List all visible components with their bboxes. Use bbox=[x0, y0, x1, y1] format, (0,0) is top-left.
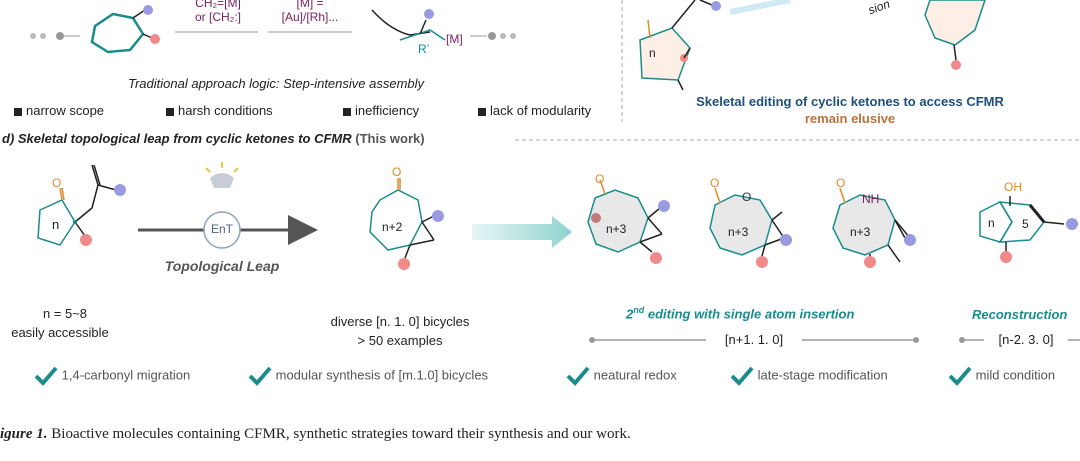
o-a: O bbox=[595, 172, 605, 186]
product-n3-lactone bbox=[709, 187, 792, 268]
ent-label: EnT bbox=[210, 222, 233, 236]
check-icon bbox=[34, 366, 58, 386]
n-range: n = 5~8 bbox=[42, 306, 88, 321]
recon-ring-n: n bbox=[988, 216, 995, 230]
figure-caption: igure 1. Bioactive molecules containing … bbox=[0, 426, 631, 443]
start-ketone bbox=[37, 164, 126, 246]
caption-text: Bioactive molecules containing CFMR, syn… bbox=[47, 426, 631, 442]
leap-label: Topological Leap bbox=[164, 258, 280, 274]
panel-c-caption-1: Skeletal editing of cyclic ketones to ac… bbox=[696, 94, 1004, 109]
o-b2: O bbox=[742, 190, 752, 204]
reagent-label: CH₂=[M] or [CH₂:] bbox=[178, 0, 258, 24]
drawback-4: lack of modularity bbox=[478, 103, 591, 118]
oh-label: OH bbox=[1004, 180, 1022, 194]
o-c: O bbox=[836, 176, 846, 190]
second-editing-label: 2nd editing with single atom insertion bbox=[626, 305, 854, 321]
product-o: O bbox=[392, 165, 402, 179]
panel-c-ring-label: n bbox=[649, 46, 656, 60]
product-reconstruction bbox=[979, 196, 1078, 263]
feature-text: neatural redox bbox=[593, 367, 677, 383]
panel-d-title: d) Skeletal topological leap from cyclic… bbox=[2, 131, 425, 146]
panel-dividers bbox=[515, 0, 1080, 141]
check-icon bbox=[730, 366, 754, 386]
feature-4: late-stage modification bbox=[730, 366, 888, 386]
metal-label: [M] = [Au]/[Rh]... bbox=[268, 0, 352, 24]
panel-d-title-text: d) Skeletal topological leap from cyclic… bbox=[2, 131, 352, 146]
feature-3: neatural redox bbox=[566, 366, 677, 386]
second-editing-sup: nd bbox=[633, 305, 645, 315]
metal-line-1: [M] = bbox=[296, 0, 324, 10]
drawback-1: narrow scope bbox=[14, 103, 104, 118]
recon-ring-5: 5 bbox=[1022, 217, 1029, 231]
product-bicycle bbox=[369, 178, 444, 270]
accessible-label: easily accessible bbox=[11, 325, 109, 340]
transform-arrow bbox=[472, 216, 572, 248]
drawback-text: narrow scope bbox=[26, 103, 105, 118]
panel-d-title-suffix: (This work) bbox=[355, 131, 425, 146]
check-icon bbox=[248, 366, 272, 386]
feature-text: late-stage modification bbox=[757, 367, 888, 383]
check-icon bbox=[566, 366, 590, 386]
product-n3-carbocycle bbox=[587, 179, 670, 264]
traditional-scheme bbox=[30, 5, 516, 54]
start-o: O bbox=[52, 176, 62, 190]
caption-label: igure 1. bbox=[0, 426, 48, 442]
panel-c-caption-2: remain elusive bbox=[804, 111, 896, 126]
product-n3-lactam bbox=[832, 187, 916, 268]
feature-text: modular synthesis of [m.1.0] bicycles bbox=[275, 367, 489, 383]
product-ring-label: n+2 bbox=[382, 220, 403, 234]
panel-c-scheme bbox=[639, 0, 986, 91]
r-prime-label: R’ bbox=[418, 42, 430, 56]
ent-arrow bbox=[138, 162, 318, 249]
drawback-text: harsh conditions bbox=[178, 103, 273, 118]
metal-line-2: [Au]/[Rh]... bbox=[281, 10, 339, 24]
second-editing-num: 2 bbox=[626, 306, 634, 322]
feature-5: mild condition bbox=[948, 366, 1055, 386]
drawback-text: inefficiency bbox=[355, 103, 420, 118]
drawback-3: inefficiency bbox=[343, 103, 419, 118]
drawback-text: lack of modularity bbox=[490, 103, 592, 118]
reagent-line-1: CH₂=[M] bbox=[195, 0, 241, 10]
drawback-2: harsh conditions bbox=[166, 103, 273, 118]
bracket-lines bbox=[589, 337, 1080, 343]
metal-marker: [M] bbox=[446, 32, 463, 46]
ring-n3a: n+3 bbox=[606, 222, 627, 236]
feature-text: mild condition bbox=[975, 367, 1056, 383]
examples-label: > 50 examples bbox=[357, 333, 443, 348]
reagent-line-2: or [CH₂:] bbox=[195, 10, 241, 24]
traditional-logic: Traditional approach logic: Step-intensi… bbox=[128, 76, 425, 91]
bracket-1: [n+1. 1. 0] bbox=[724, 332, 784, 347]
nh-label: NH bbox=[862, 192, 880, 206]
second-editing-text: editing with single atom insertion bbox=[644, 306, 855, 322]
ring-n3c: n+3 bbox=[850, 225, 871, 239]
feature-text: 1,4-carbonyl migration bbox=[61, 367, 191, 383]
check-icon bbox=[948, 366, 972, 386]
reconstruction-label: Reconstruction bbox=[972, 307, 1068, 322]
feature-1: 1,4-carbonyl migration bbox=[34, 366, 190, 386]
ring-n3b: n+3 bbox=[728, 225, 749, 239]
bracket-2: [n-2. 3. 0] bbox=[998, 332, 1054, 347]
diverse-label: diverse [n. 1. 0] bicycles bbox=[330, 314, 470, 329]
feature-2: modular synthesis of [m.1.0] bicycles bbox=[248, 366, 488, 386]
start-ring-label: n bbox=[52, 217, 60, 232]
o-b1: O bbox=[710, 176, 720, 190]
